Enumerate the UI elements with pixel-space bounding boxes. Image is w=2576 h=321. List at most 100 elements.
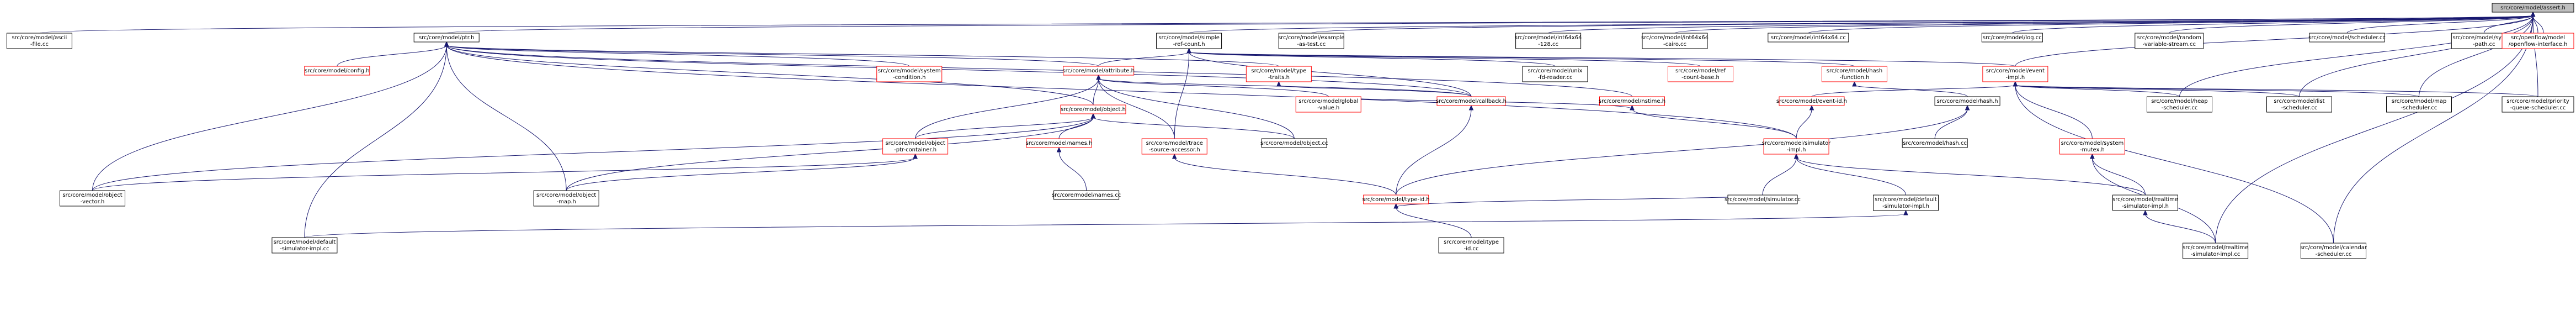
file-node[interactable]: src/core/model/ascii-file.cc [6, 33, 72, 49]
include-edge-line [446, 45, 1099, 67]
file-node-box [1436, 96, 1506, 106]
file-node: src/core/model/assert.h [2492, 3, 2574, 13]
file-node-label: src/core/model/int64x64 [1641, 35, 1709, 41]
arrowhead [1056, 146, 1062, 152]
file-node-box [1141, 138, 1207, 155]
file-node[interactable]: src/core/model/calendar-scheduler.cc [2300, 243, 2367, 259]
file-node-label: src/core/model/random [2137, 35, 2201, 41]
file-node[interactable]: src/core/model/config.h [304, 66, 370, 76]
file-node-label: src/core/model/default [1875, 197, 1937, 203]
file-node[interactable]: src/core/model/heap-scheduler.cc [2147, 96, 2212, 113]
file-node[interactable]: src/core/model/list-scheduler.cc [2266, 96, 2332, 113]
include-edge-line [1796, 157, 2146, 196]
arrowhead [1186, 48, 1191, 54]
file-node[interactable]: src/core/model/priority-queue-scheduler.… [2502, 96, 2574, 113]
file-node[interactable]: src/core/model/int64x64.cc [1768, 33, 1849, 43]
file-node[interactable]: src/core/model/object.cc [1260, 138, 1328, 148]
file-node[interactable]: src/core/model/simulator-impl.h [1762, 138, 1832, 155]
file-node[interactable]: src/core/model/realtime-simulator-impl.h [2112, 194, 2178, 211]
include-edge-line [2091, 157, 2146, 196]
file-node-box [1934, 96, 2000, 106]
arrowhead [1172, 153, 1177, 159]
file-node-box [882, 138, 949, 155]
file-node[interactable]: src/core/model/object-map.h [533, 190, 599, 207]
file-node-label: src/core/model/int64x64.cc [1771, 35, 1846, 41]
include-edge [2215, 11, 2536, 244]
file-node-box [1727, 194, 1798, 204]
file-node[interactable]: src/core/model/global-value.h [1295, 96, 1361, 113]
file-node[interactable]: src/core/model/type-id.cc [1438, 237, 1504, 254]
file-node-box [1053, 190, 1120, 200]
file-node[interactable]: src/core/model/type-id.h [1362, 194, 1430, 204]
file-node[interactable]: src/core/model/names.h [1026, 138, 1093, 148]
file-node[interactable]: src/core/model/hash-function.h [1822, 66, 1887, 82]
file-node[interactable]: src/core/model/system-mutex.h [2059, 138, 2125, 155]
include-edge [1793, 153, 1906, 196]
file-node[interactable]: src/core/model/map-scheduler.cc [2386, 96, 2452, 113]
file-node[interactable]: src/core/model/example-as-test.cc [1278, 33, 1345, 49]
file-node-box [2492, 3, 2574, 13]
file-node-box [272, 237, 338, 254]
file-node[interactable]: src/core/model/object-ptr-container.h [882, 138, 949, 155]
file-node[interactable]: src/core/model/hash.h [1934, 96, 2000, 106]
file-node[interactable]: src/core/model/simulator.cc [1725, 194, 1801, 204]
file-node-box [1768, 33, 1849, 43]
file-node[interactable]: src/core/model/nstime.h [1599, 96, 1665, 106]
file-node-box [2183, 243, 2249, 259]
file-node[interactable]: src/core/model/ptr.h [413, 33, 480, 43]
file-node[interactable]: src/core/model/default-simulator-impl.h [1873, 194, 1939, 211]
file-node-box [1063, 66, 1135, 76]
file-node-label: -128.cc [1538, 41, 1558, 48]
file-node[interactable]: src/core/model/names.cc [1052, 190, 1121, 200]
file-node-label: src/core/model/priority [2506, 98, 2569, 104]
include-edge [2179, 11, 2536, 97]
include-edge [1098, 48, 1191, 67]
arrowhead [1090, 113, 1096, 119]
include-edge-line [1098, 51, 1190, 67]
file-node-label: -function.h [1840, 75, 1870, 81]
file-node[interactable]: src/core/model/attribute.h [1062, 66, 1135, 76]
file-node[interactable]: src/core/model/log.cc [1981, 33, 2043, 43]
file-node[interactable]: src/core/model/scheduler.cc [2308, 33, 2386, 43]
file-node[interactable]: src/core/model/object.h [1060, 104, 1126, 114]
include-edge-line [1189, 51, 1472, 97]
file-node-label: src/core/model/trace [1146, 140, 1203, 146]
file-node[interactable]: src/core/model/random-variable-stream.cc [2135, 33, 2204, 49]
include-edge-line [915, 78, 1099, 139]
file-node[interactable]: src/core/model/hash.cc [1902, 138, 1968, 148]
include-edge [2090, 153, 2146, 196]
include-edge [444, 41, 1099, 67]
file-node[interactable]: src/core/model/event-id.h [1776, 96, 1847, 106]
include-edge-line [446, 45, 567, 191]
include-edge [444, 41, 1472, 97]
file-node[interactable]: src/core/model/object-vector.h [60, 190, 125, 207]
include-edge [2013, 81, 2180, 97]
file-node-label: src/core/model/attribute.h [1062, 68, 1135, 74]
file-node[interactable]: src/core/model/simple-ref-count.h [1156, 33, 1222, 49]
file-node-box [1295, 96, 1361, 113]
file-node[interactable]: src/openflow/model/openflow-interface.h [2502, 33, 2574, 49]
file-node[interactable]: src/core/model/ref-count-base.h [1668, 66, 1733, 82]
file-node-label: src/core/model/simple [1158, 35, 1220, 41]
include-edge-line [446, 45, 1472, 97]
file-node[interactable]: src/core/model/system-condition.h [876, 66, 943, 82]
file-node-label: -mutex.h [2080, 147, 2105, 153]
file-node[interactable]: src/core/model/type-traits.h [1246, 66, 1312, 82]
file-node-label: -map.h [557, 199, 576, 205]
file-node[interactable]: src/core/model/event-impl.h [1982, 66, 2048, 82]
file-node[interactable]: src/core/model/int64x64-128.cc [1515, 33, 1582, 49]
file-node-box [2301, 243, 2366, 259]
include-edge-line [1796, 157, 1906, 196]
file-node[interactable]: src/core/model/int64x64-cairo.cc [1641, 33, 1709, 49]
include-edge-line [1632, 108, 1797, 139]
file-node-label: src/core/model/object [62, 192, 122, 198]
file-node-label: src/core/model/object.h [1061, 107, 1126, 113]
file-node[interactable]: src/core/model/default-simulator-impl.cc [272, 237, 338, 254]
file-node[interactable]: src/core/model/realtime-simulator-impl.c… [2183, 243, 2248, 259]
file-node[interactable]: src/core/model/callback.h [1436, 96, 1507, 106]
file-node[interactable]: src/core/model/unix-fd-reader.cc [1522, 66, 1588, 82]
include-edge-line [446, 45, 1797, 139]
include-edge-line [2169, 15, 2534, 34]
file-node[interactable]: src/core/model/trace-source-accessor.h [1141, 138, 1207, 155]
file-node-box [1278, 33, 1344, 49]
